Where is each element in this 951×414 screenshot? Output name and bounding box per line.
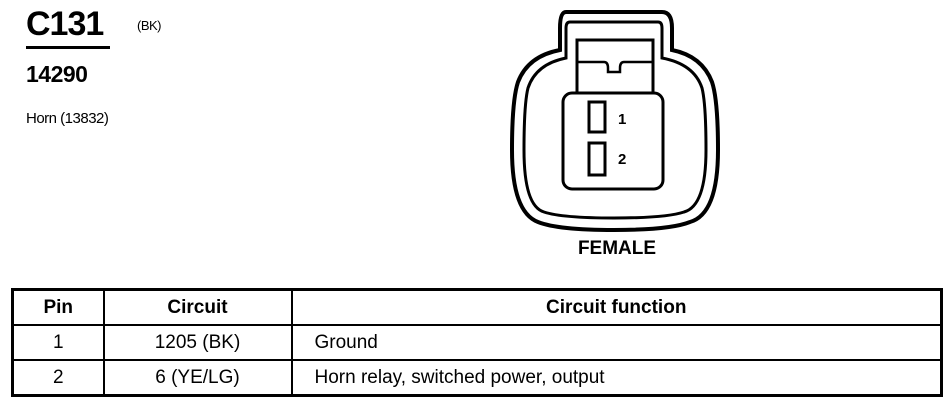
table-row: 2 6 (YE/LG) Horn relay, switched power, … [11, 359, 943, 397]
pin-1-cavity [587, 100, 607, 134]
connector-latch-frame [575, 38, 655, 100]
function-cell: Horn relay, switched power, output [290, 359, 943, 397]
pin-table: Pin Circuit Circuit function 1 1205 (BK)… [11, 288, 943, 397]
connector-description: Horn (13832) [26, 110, 109, 127]
connector-id-underline [26, 46, 110, 49]
table-row: 1 1205 (BK) Ground [11, 324, 943, 361]
circuit-column-header: Circuit [102, 288, 293, 326]
function-cell: Ground [290, 324, 943, 361]
part-number: 14290 [26, 61, 88, 87]
pin-table-header-row: Pin Circuit Circuit function [11, 288, 943, 326]
connector-gender-label: FEMALE [577, 238, 657, 259]
function-column-header: Circuit function [290, 288, 943, 326]
circuit-cell: 1205 (BK) [102, 324, 293, 361]
connector-pin-body [561, 91, 665, 191]
connector-outer-housing [509, 10, 721, 233]
pin-cell: 2 [11, 359, 105, 397]
connector-inner-housing [522, 20, 708, 220]
pin-2-cavity [587, 141, 607, 177]
connector-id: C131 [26, 5, 104, 43]
pin-cell: 1 [11, 324, 105, 361]
color-code: (BK) [137, 18, 162, 33]
circuit-cell: 6 (YE/LG) [102, 359, 293, 397]
connector-latch-tab [577, 60, 653, 74]
pin-2-label: 2 [618, 151, 626, 168]
pin-column-header: Pin [11, 288, 105, 326]
connector-face-diagram: 1 2 [509, 10, 721, 233]
pin-1-label: 1 [618, 111, 626, 128]
